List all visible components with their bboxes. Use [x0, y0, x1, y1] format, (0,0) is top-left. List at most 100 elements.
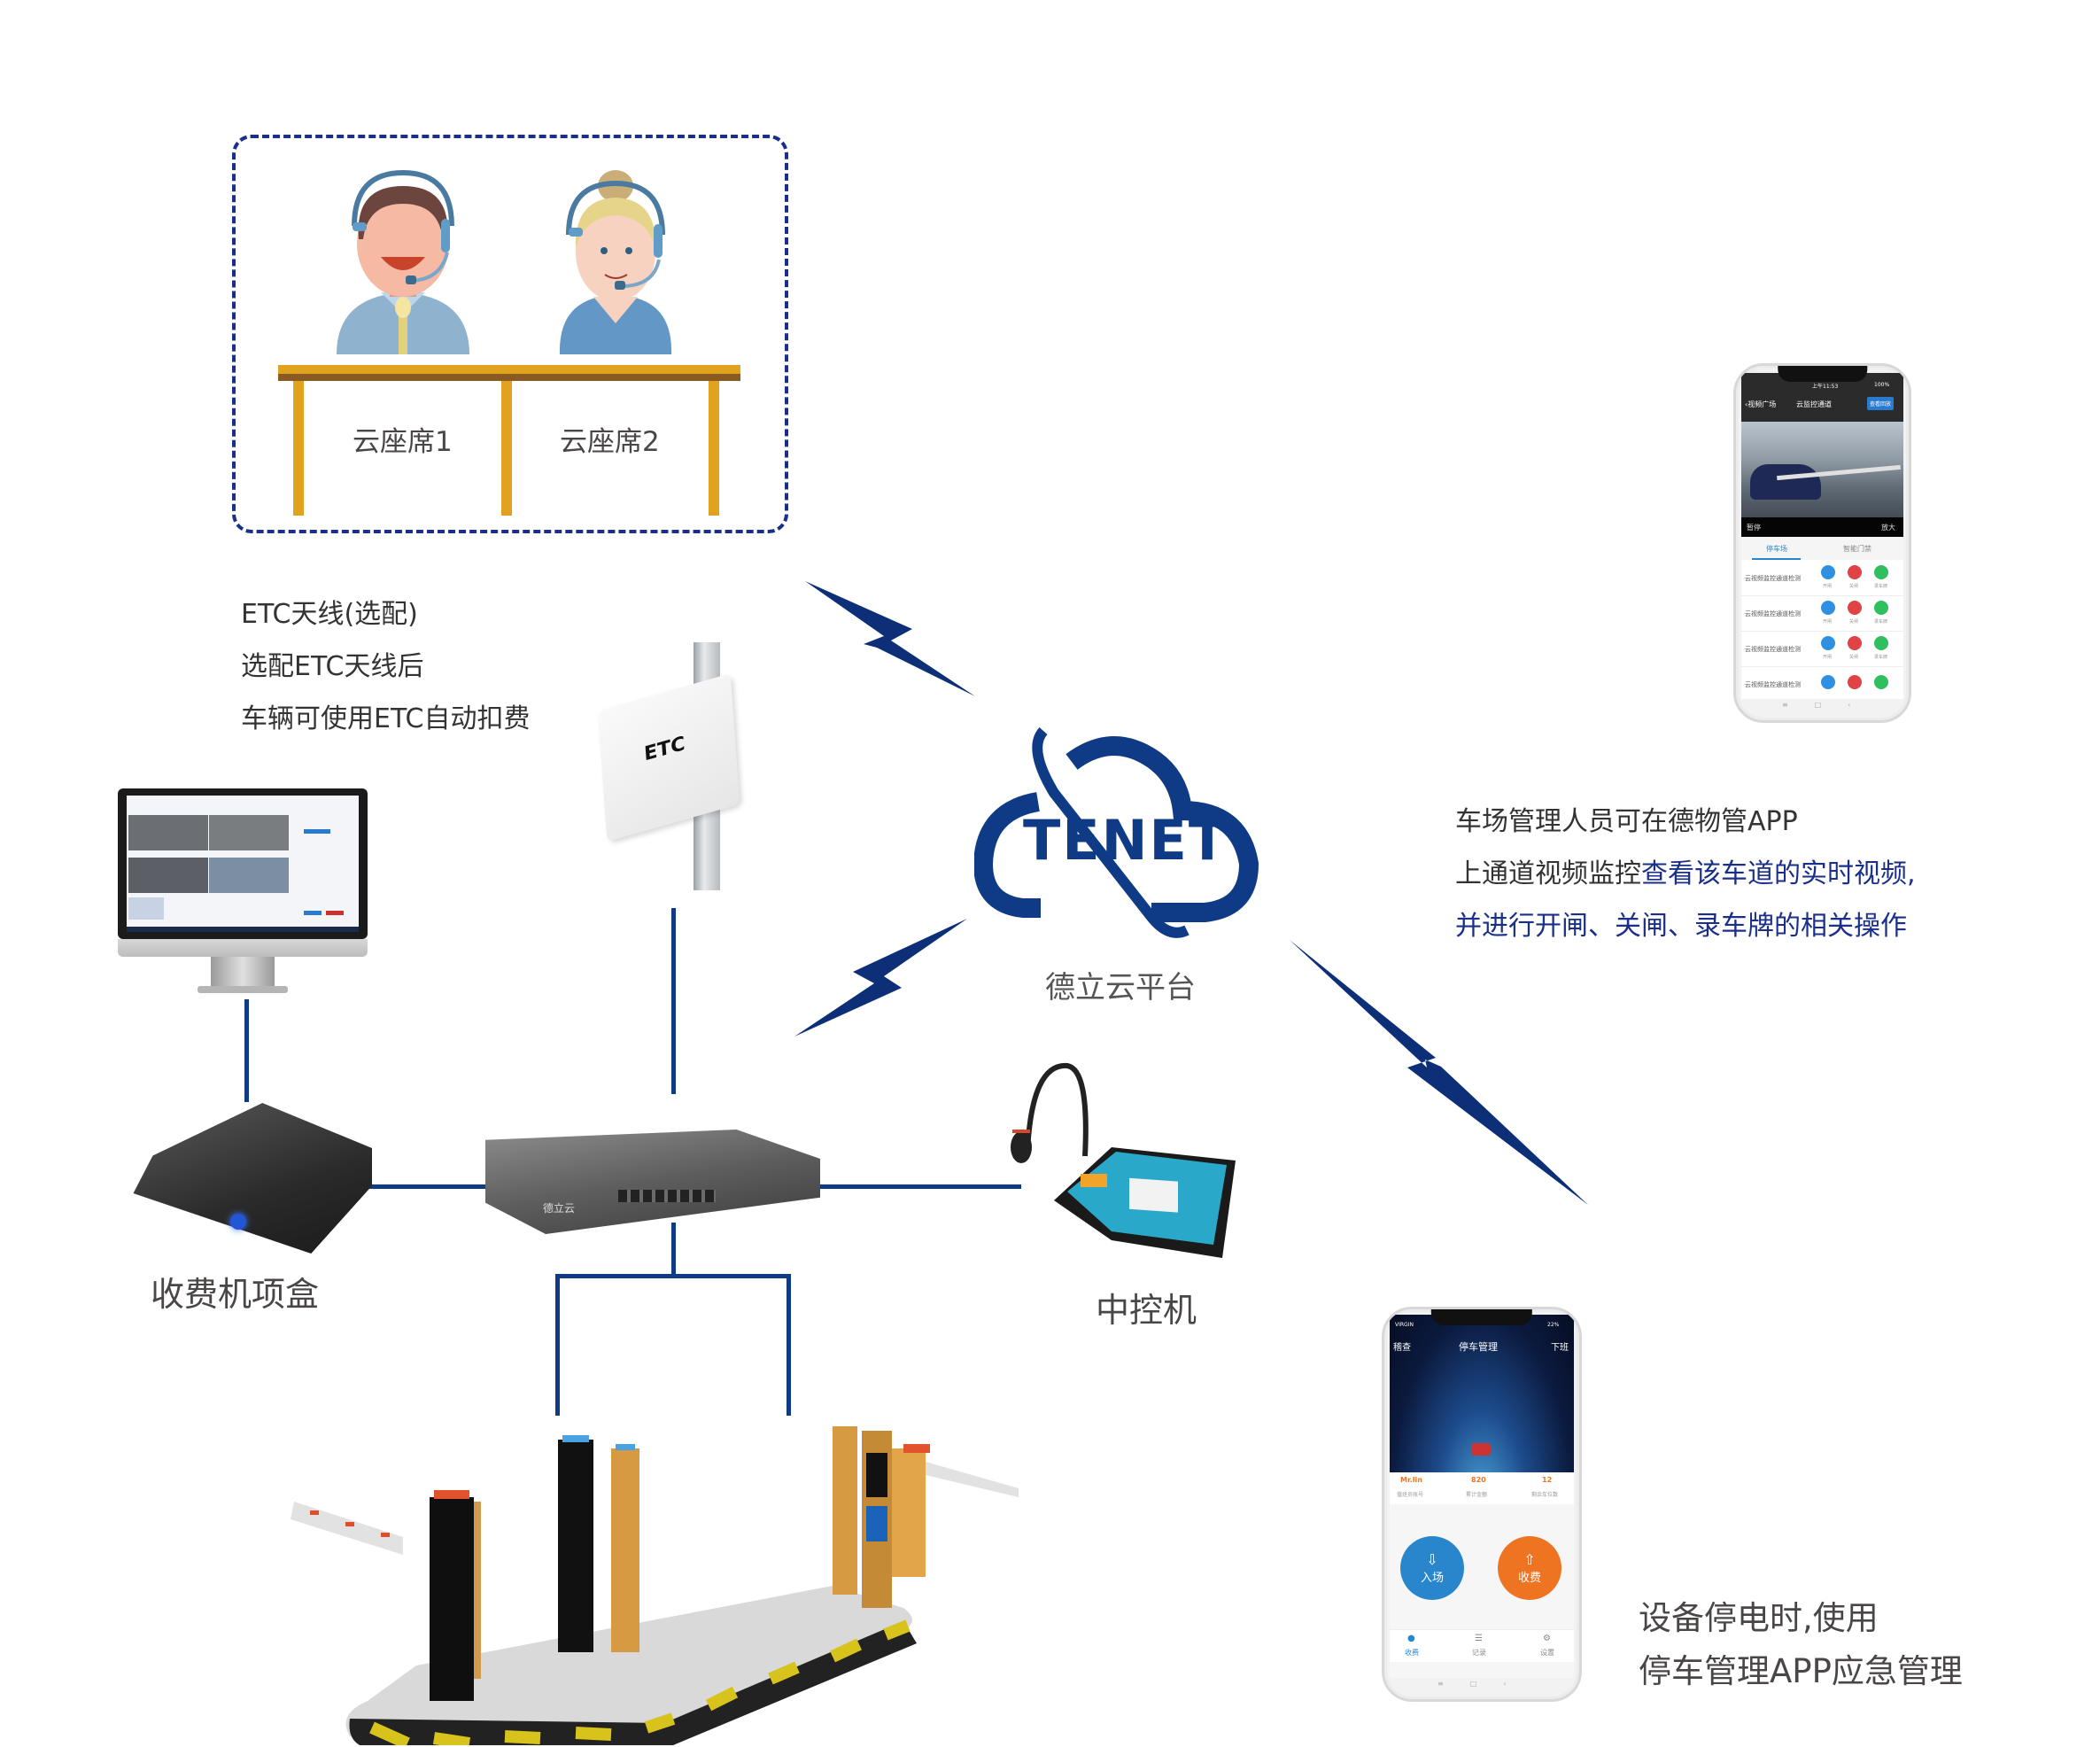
channel-row: 云视频监控通道检测 开闸 关闸 录车牌 — [1741, 631, 1903, 667]
etc-antenna: ETC — [585, 642, 762, 890]
channel-row: 云视频监控通道检测 开闸 关闸 录车牌 — [1741, 595, 1903, 632]
app-note-line3: 并进行开闸、关闸、录车牌的相关操作 — [1455, 911, 1907, 942]
nav-fee-icon[interactable]: ● — [1407, 1634, 1415, 1643]
stat-value: Mr.lin — [1400, 1476, 1422, 1484]
etc-note-line2: 选配ETC天线后 — [241, 651, 424, 682]
close-gate-button[interactable] — [1848, 601, 1862, 615]
lane-branch-line — [555, 1274, 791, 1278]
controller-label: 中控机 — [1096, 1291, 1197, 1330]
status-carrier: VIRGIN — [1395, 1322, 1414, 1328]
android-nav-icons[interactable]: ≡□‹ — [1437, 1680, 1533, 1688]
cloud-seats-group — [232, 135, 788, 533]
enter-button[interactable]: ⇩ 入场 — [1400, 1536, 1464, 1600]
phone-parking-app: VIRGIN 22% 稽查 停车管理 下班 Mr.lin 值班员账号 820 累… — [1382, 1307, 1582, 1702]
open-gate-button[interactable] — [1821, 675, 1835, 689]
record-plate-button[interactable] — [1874, 675, 1888, 689]
monitor — [118, 788, 368, 995]
agent-female-icon — [559, 170, 672, 354]
close-gate-button[interactable] — [1848, 636, 1862, 650]
nav-records[interactable]: 记录 — [1472, 1649, 1486, 1657]
monitor-tabs: 停车场 智能门禁 — [1741, 537, 1903, 560]
inspect-button[interactable]: 稽查 — [1393, 1343, 1411, 1353]
traffic-island — [345, 1586, 912, 1736]
record-plate-button[interactable] — [1874, 565, 1888, 579]
record-plate-label: 录车牌 — [1874, 619, 1888, 625]
nav-settings-icon[interactable]: ⚙ — [1543, 1634, 1551, 1643]
etc-note-line1: ETC天线(选配) — [241, 599, 418, 630]
nav-fee[interactable]: 收费 — [1405, 1649, 1419, 1657]
open-gate-button[interactable] — [1821, 565, 1835, 579]
box-to-router-line — [348, 1184, 490, 1189]
channel-name: 云视频监控通道检测 — [1745, 610, 1801, 617]
parking-app-hero: VIRGIN 22% 稽查 停车管理 下班 — [1390, 1315, 1574, 1472]
status-battery: 22% — [1547, 1322, 1560, 1328]
open-gate-button[interactable] — [1821, 636, 1835, 650]
seat-1-label: 云座席1 — [353, 426, 453, 458]
app-note-line2-highlight: 查看该车道的实时视频, — [1641, 858, 1916, 889]
open-gate-label: 开闸 — [1823, 655, 1833, 660]
seat-2-label: 云座席2 — [560, 426, 660, 458]
phone-monitor-app: 上午11:53 100% ‹视频广场 云监控通道 查看回放 暂停 放大 停车场 … — [1733, 363, 1911, 723]
phone-notch — [1430, 1309, 1533, 1325]
hazard-stripes — [369, 1619, 911, 1745]
parking-app-title: 停车管理 — [1459, 1341, 1498, 1353]
desk-leg — [293, 381, 304, 516]
app-note-line1: 车场管理人员可在德物管APP — [1455, 806, 1798, 837]
display-pole — [833, 1426, 857, 1595]
stat-value: 820 — [1471, 1476, 1486, 1484]
enter-label: 入场 — [1420, 1572, 1444, 1585]
power-button-icon[interactable] — [230, 1214, 246, 1230]
live-video-feed[interactable] — [1741, 422, 1903, 517]
parking-stats: Mr.lin 值班员账号 820 累计金额 12 剩余车位数 — [1390, 1472, 1574, 1504]
video-controls: 暂停 放大 — [1741, 517, 1903, 537]
etc-note-line3: 车辆可使用ETC自动扣费 — [241, 703, 531, 734]
stat-label: 累计金额 — [1466, 1492, 1488, 1498]
router-to-lane-line — [671, 1223, 676, 1276]
open-gate-label: 开闸 — [1823, 584, 1833, 589]
charge-label: 收费 — [1517, 1572, 1541, 1585]
lane-left-drop-line — [555, 1274, 560, 1416]
emergency-note-line2: 停车管理APP应急管理 — [1639, 1652, 1963, 1690]
playback-button[interactable]: 查看回放 — [1867, 397, 1895, 410]
zoom-button[interactable]: 放大 — [1881, 524, 1895, 532]
open-gate-label: 开闸 — [1823, 619, 1833, 625]
island-curb — [349, 1621, 917, 1745]
channel-name: 云视频监控通道检测 — [1745, 646, 1801, 653]
back-button[interactable]: ‹视频广场 — [1745, 400, 1777, 408]
stat-label: 剩余车位数 — [1531, 1492, 1559, 1498]
close-gate-label: 关闸 — [1849, 655, 1859, 660]
barrier-gate-right — [892, 1448, 926, 1577]
toll-box — [128, 1103, 372, 1254]
app-note-line2: 上通道视频监控查看该车道的实时视频, — [1455, 851, 1916, 890]
open-gate-button[interactable] — [1821, 601, 1835, 615]
emergency-note-line1: 设备停电时,使用 — [1639, 1599, 1879, 1637]
wireless-bolt-router-icon — [794, 919, 967, 1037]
car-shape — [1750, 464, 1821, 500]
desk-top — [278, 365, 740, 374]
nav-settings[interactable]: 设置 — [1540, 1649, 1554, 1657]
channel-name: 云视频监控通道检测 — [1745, 575, 1801, 582]
channel-name: 云视频监控通道检测 — [1745, 681, 1801, 688]
pause-button[interactable]: 暂停 — [1747, 524, 1761, 532]
tab-parking[interactable]: 停车场 — [1766, 545, 1787, 553]
android-nav-icons[interactable]: ≡□‹ — [1782, 701, 1878, 709]
desk-leg — [501, 381, 512, 516]
barrier-arm-left — [291, 1502, 403, 1555]
monitor-screen — [127, 796, 359, 932]
record-plate-button[interactable] — [1874, 636, 1888, 650]
nav-records-icon[interactable]: ☰ — [1475, 1634, 1483, 1643]
inbox-upload-icon: ⇧ — [1523, 1551, 1536, 1568]
router-brand-label: 德立云 — [543, 1202, 576, 1215]
router-to-controller-line — [819, 1184, 1021, 1189]
charge-button[interactable]: ⇧ 收费 — [1498, 1536, 1561, 1600]
lane-right-drop-line — [787, 1274, 791, 1416]
close-gate-label: 关闸 — [1849, 584, 1859, 589]
tab-access-control[interactable]: 智能门禁 — [1843, 545, 1871, 553]
tenet-cloud-logo: TENET — [974, 726, 1259, 938]
gooseneck-microphone-icon — [1011, 1062, 1236, 1258]
close-gate-button[interactable] — [1848, 675, 1862, 689]
off-duty-button[interactable]: 下班 — [1551, 1343, 1569, 1353]
close-gate-button[interactable] — [1848, 565, 1862, 579]
stat-label: 值班员账号 — [1397, 1492, 1424, 1498]
record-plate-button[interactable] — [1874, 601, 1888, 615]
